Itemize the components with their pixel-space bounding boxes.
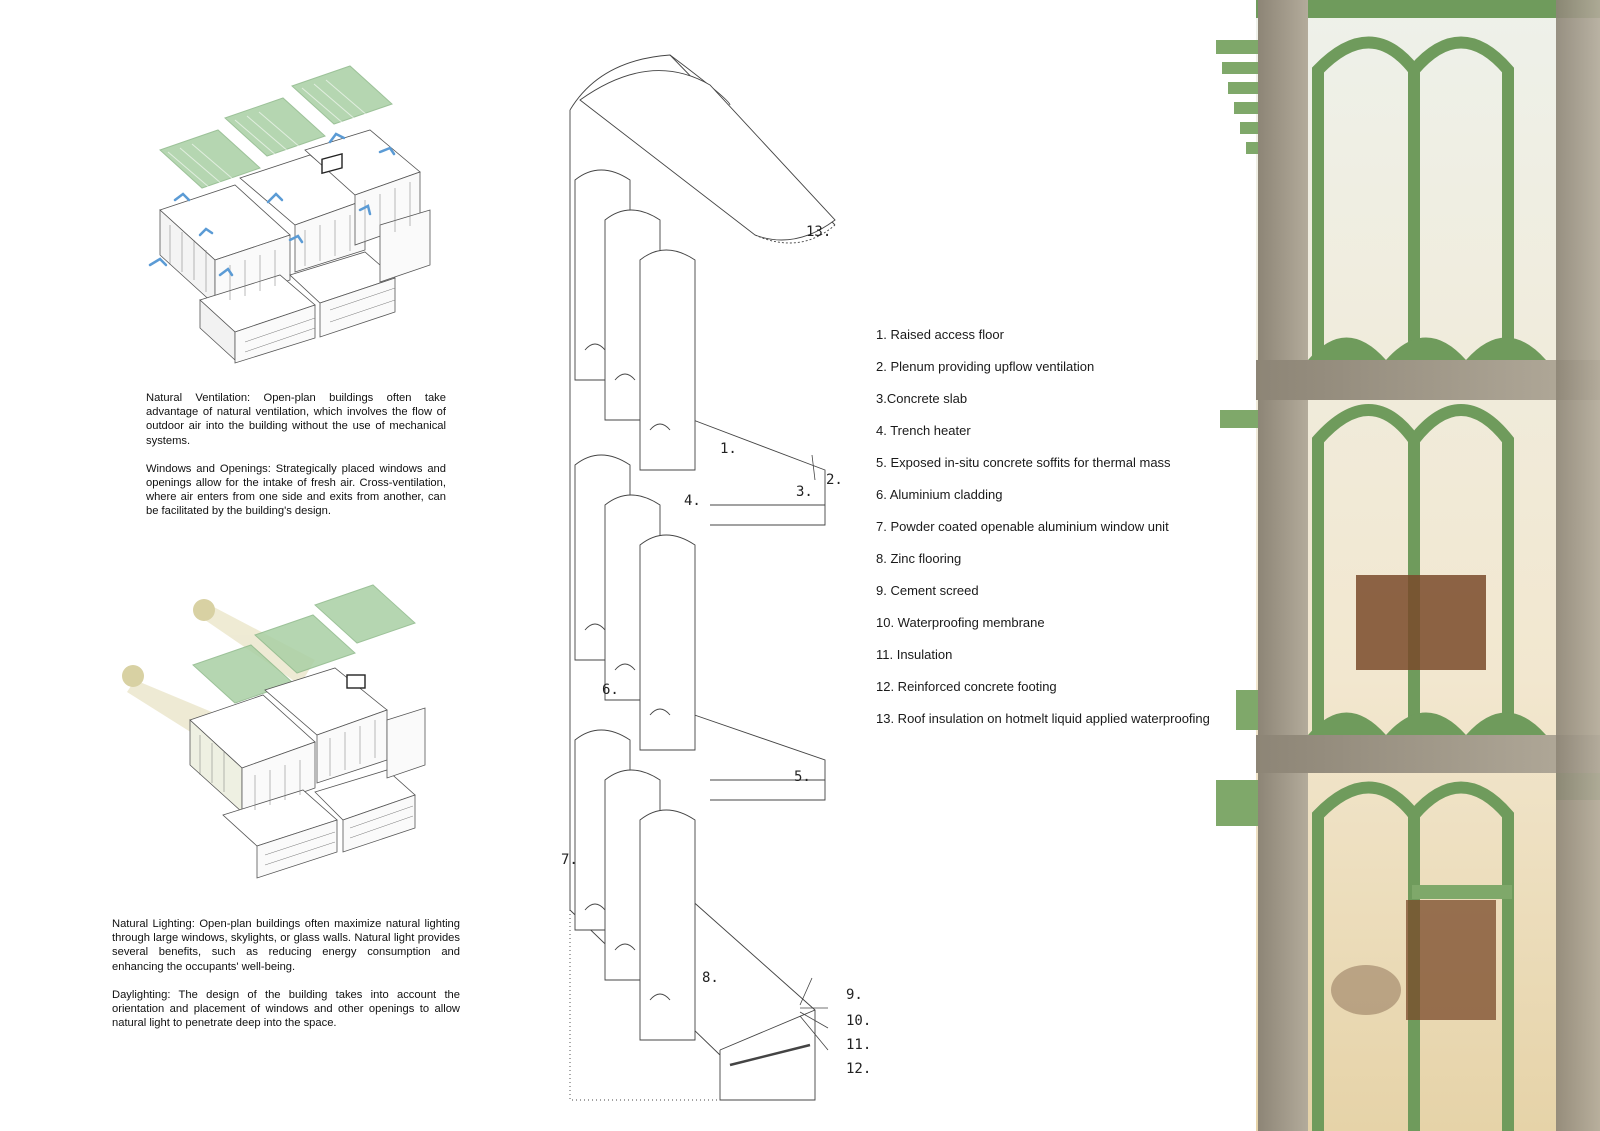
legend-item-9: 9. Cement screed [876, 583, 979, 598]
legend-item-2: 2. Plenum providing upflow ventilation [876, 359, 1095, 374]
legend-item-11: 11. Insulation [876, 647, 953, 662]
callout-6: 6. [602, 682, 619, 698]
facade-render [1216, 0, 1600, 1131]
wall-section-drawing [569, 54, 836, 1101]
roof-vault [579, 70, 836, 241]
callout-8: 8. [702, 970, 719, 986]
callout-13: 13. [806, 224, 832, 240]
sun-icon-2 [122, 665, 144, 687]
legend-item-7: 7. Powder coated openable aluminium wind… [876, 519, 1169, 534]
legend-item-12: 12. Reinforced concrete footing [876, 679, 1057, 694]
natural-lighting-text: Natural Lighting: Open-plan buildings of… [112, 918, 460, 973]
callout-7: 7. [561, 852, 578, 868]
callout-3: 3. [796, 484, 813, 500]
ventilation-axonometric [148, 65, 431, 364]
callout-1: 1. [720, 441, 737, 457]
roof-louvers-lower [192, 584, 416, 704]
callout-12: 12. [846, 1061, 872, 1077]
legend-item-5: 5. Exposed in-situ concrete soffits for … [876, 455, 1171, 470]
windows-openings-text: Windows and Openings: Strategically plac… [146, 462, 446, 518]
legend-item-8: 8. Zinc flooring [876, 551, 962, 566]
legend-item-1: 1. Raised access floor [876, 327, 1004, 342]
building-blocks-lower [189, 667, 426, 879]
arcade-bumps [1308, 337, 1546, 735]
callout-5: 5. [794, 769, 811, 785]
ventilation-text: Natural Ventilation: Open-plan buildings… [146, 392, 446, 447]
building-blocks [159, 129, 431, 364]
legend-item-6: 6. Aluminium cladding [876, 487, 1003, 502]
legend-item-10: 10. Waterproofing membrane [876, 615, 1045, 630]
window-unit-top [574, 169, 696, 471]
sun-icon [193, 599, 215, 621]
legend-item-3: 3.Concrete slab [876, 391, 968, 406]
callout-10: 10. [846, 1013, 872, 1029]
callout-4: 4. [684, 493, 701, 509]
callout-11: 11. [846, 1037, 872, 1053]
callout-2: 2. [826, 472, 843, 488]
green-arches [1312, 36, 1514, 1131]
legend-item-13: 13. Roof insulation on hotmelt liquid ap… [876, 711, 1210, 726]
airflow-arrows [148, 132, 396, 277]
daylighting-text: Daylighting: The design of the building … [112, 988, 460, 1030]
lighting-axonometric [122, 584, 426, 879]
legend-item-4: 4. Trench heater [876, 423, 971, 438]
callout-9: 9. [846, 987, 863, 1003]
window-unit-middle [574, 454, 696, 751]
window-unit-bottom [574, 729, 696, 1041]
